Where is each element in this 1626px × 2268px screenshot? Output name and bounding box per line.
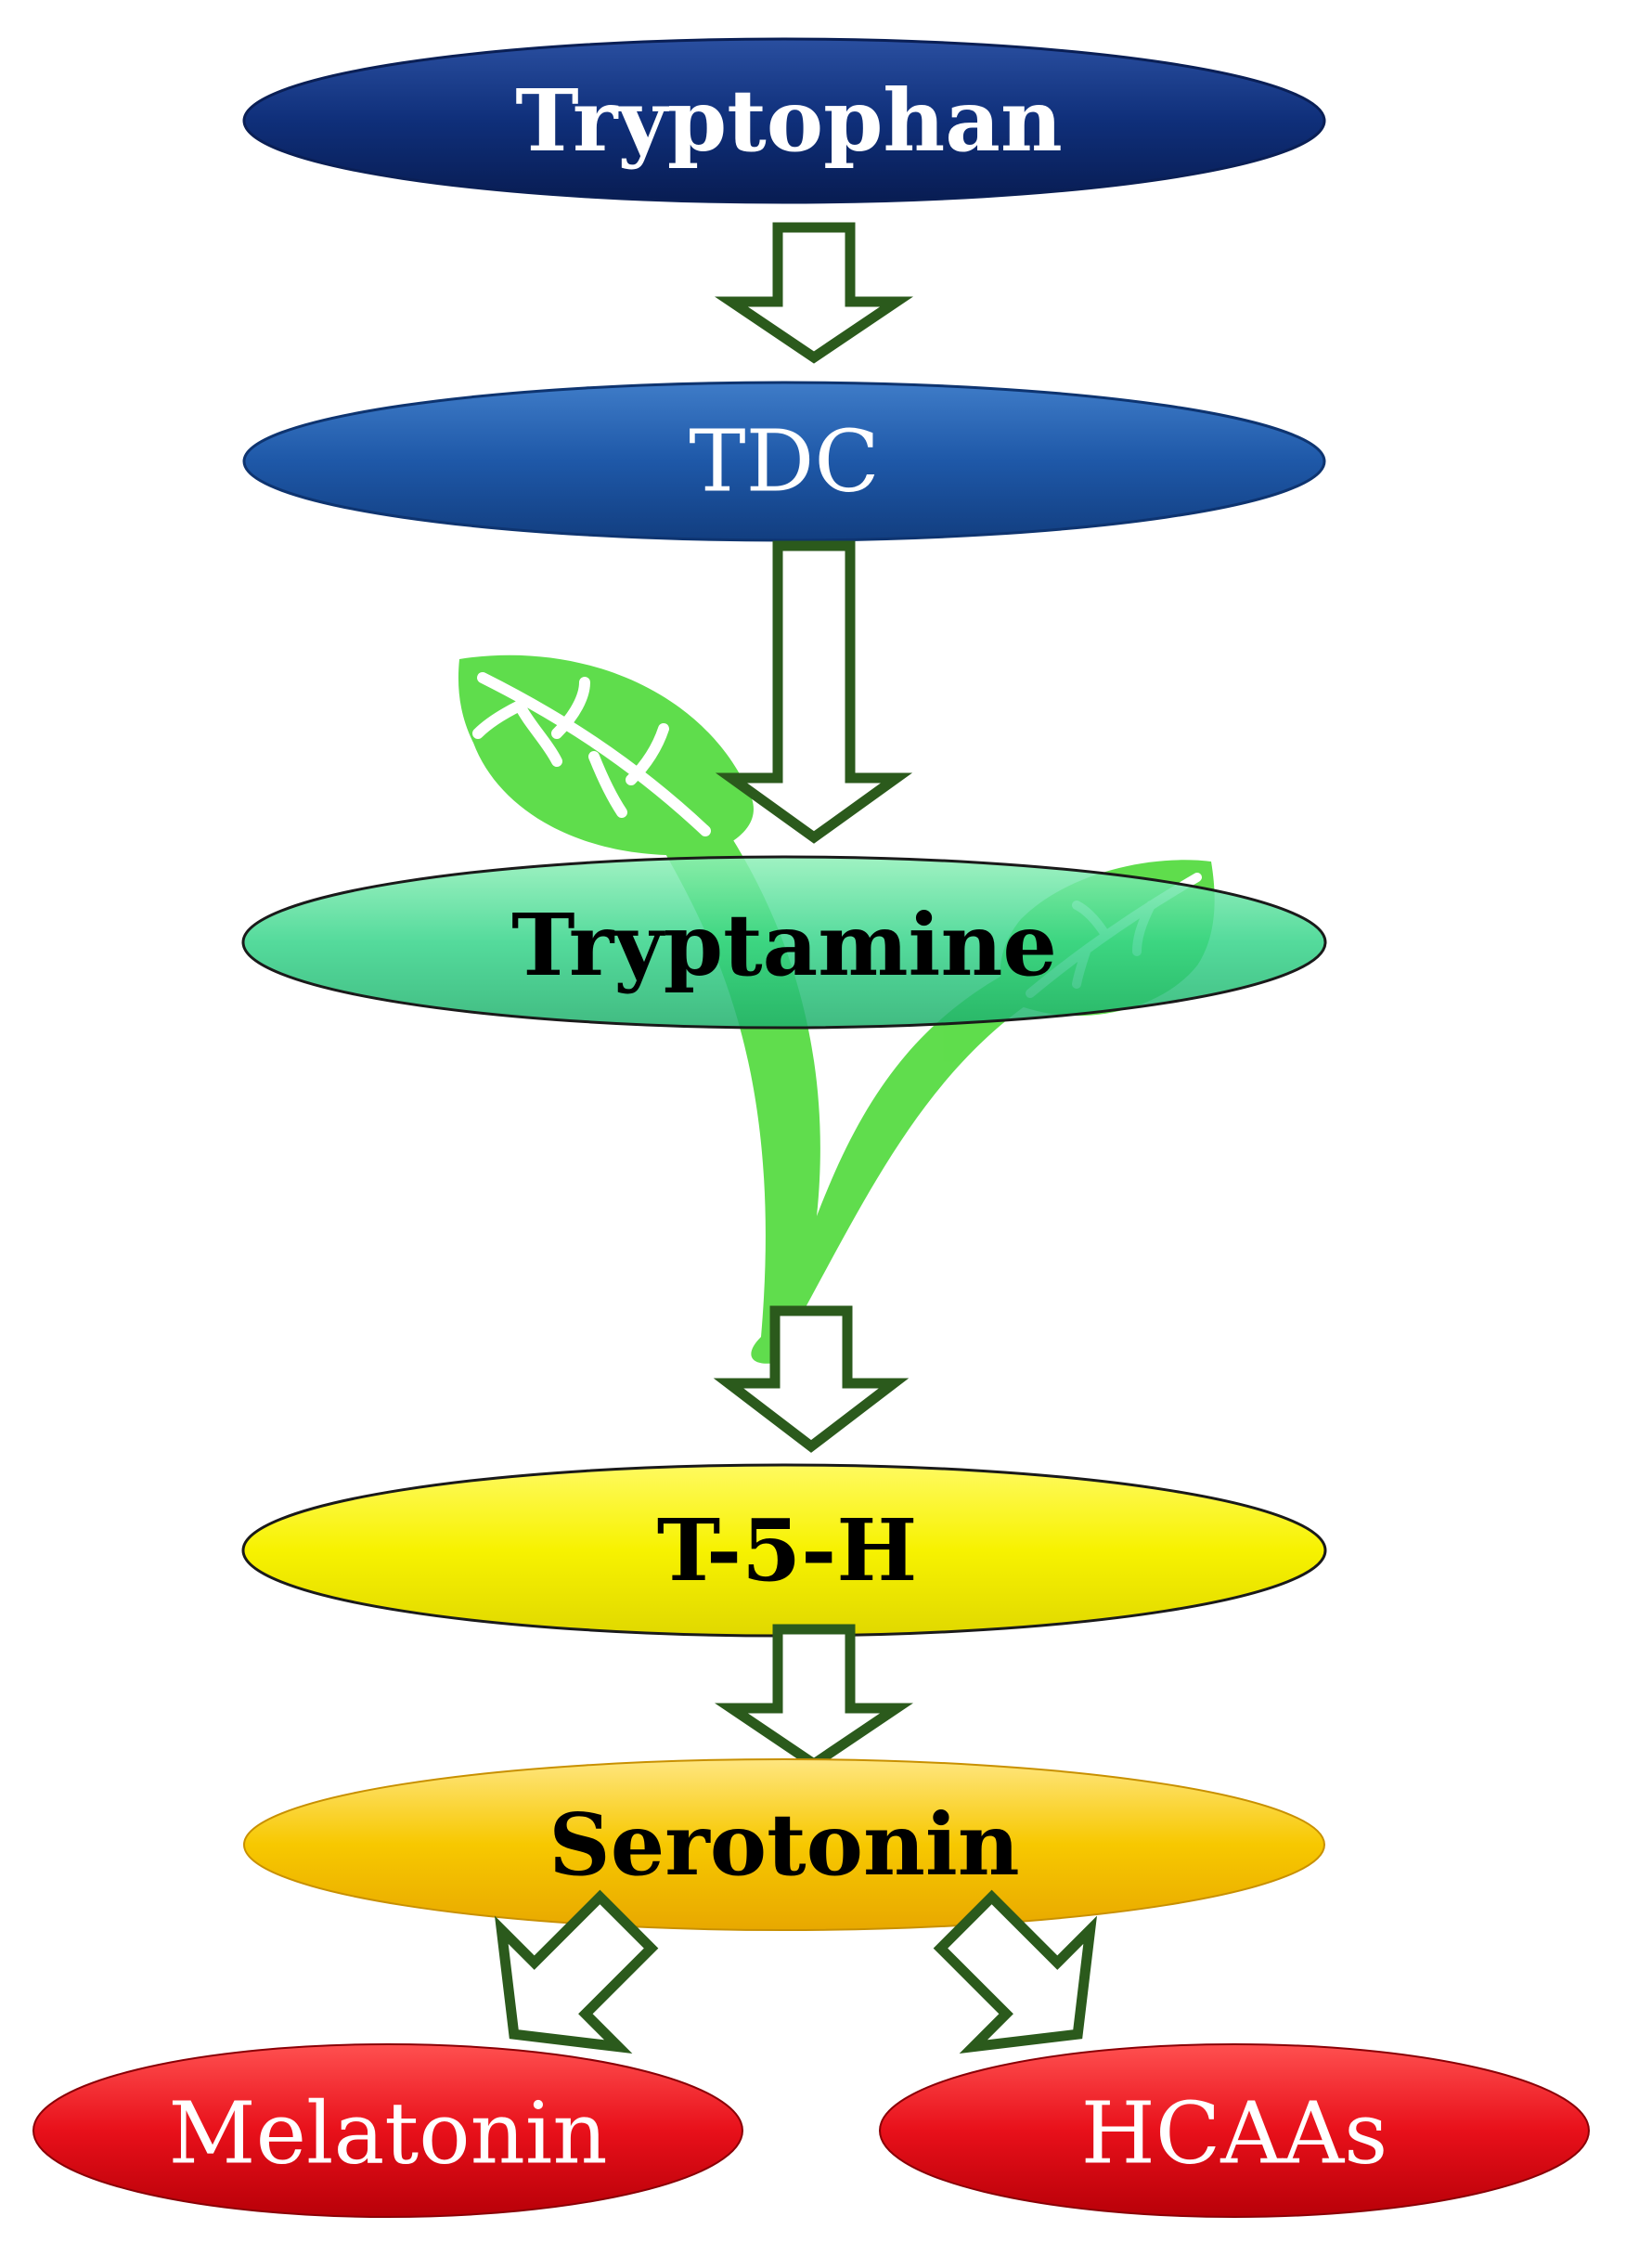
node-tryptophan: Tryptophan: [242, 37, 1326, 204]
node-melatonin: Melatonin: [32, 2043, 743, 2218]
node-serotonin-label: Serotonin: [548, 1795, 1019, 1895]
node-tdc: TDC: [242, 381, 1326, 542]
node-tryptophan-label: Tryptophan: [515, 71, 1063, 171]
plant-leaf-left-veins: [472, 672, 711, 836]
node-t5h: T-5-H: [241, 1463, 1327, 1638]
node-hcaas: HCAAs: [879, 2043, 1590, 2218]
arrow-tryptamine-to-t5h: [713, 1305, 910, 1453]
arrow-serotonin-to-hcaas: [933, 1889, 1097, 2054]
node-t5h-label: T-5-H: [657, 1500, 918, 1601]
node-melatonin-label: Melatonin: [168, 2084, 607, 2184]
node-serotonin-shape: [243, 1758, 1325, 1931]
arrow-t5h-to-serotonin: [715, 1624, 913, 1770]
arrow-tryptophan-to-tdc: [715, 222, 913, 364]
node-hcaas-shape: [879, 2043, 1590, 2218]
node-tryptamine-shape: [241, 855, 1327, 1030]
node-melatonin-shape: [32, 2043, 743, 2218]
node-tryptophan-shape: [242, 37, 1326, 204]
node-tryptamine: Tryptamine: [241, 855, 1327, 1030]
node-tdc-label: TDC: [689, 412, 880, 512]
node-tdc-shape: [242, 381, 1326, 542]
arrow-tdc-to-tryptamine: [715, 540, 913, 844]
arrow-serotonin-to-melatonin: [495, 1889, 659, 2054]
node-tryptamine-label: Tryptamine: [511, 895, 1057, 995]
node-serotonin: Serotonin: [243, 1758, 1325, 1931]
node-hcaas-label: HCAAs: [1081, 2084, 1388, 2184]
